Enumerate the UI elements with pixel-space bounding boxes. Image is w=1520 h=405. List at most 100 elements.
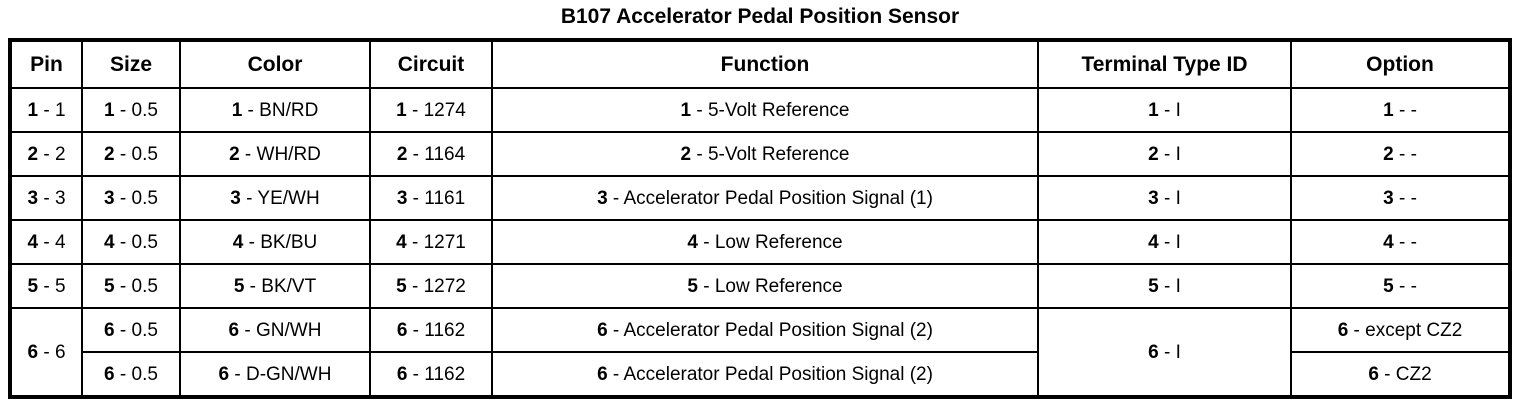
option-index: 6 (1368, 363, 1379, 385)
column-header-pin: Pin (9, 39, 83, 89)
cell-color: 6 - D-GN/WH (179, 351, 371, 398)
cell-terminal: 1 - I (1037, 87, 1292, 133)
cell-size: 4 - 0.5 (81, 219, 181, 265)
column-header-size: Size (81, 39, 181, 89)
color-index: 2 (229, 143, 240, 165)
color-index: 5 (233, 275, 245, 297)
terminal-value: I (1175, 231, 1181, 253)
pin-value: 1 (54, 99, 66, 121)
cell-terminal: 5 - I (1037, 263, 1292, 309)
connector-pinout-table: Pin Size Color Circuit Function Terminal… (8, 38, 1512, 399)
cell-color: 2 - WH/RD (179, 131, 371, 177)
cell-function: 6 - Accelerator Pedal Position Signal (2… (491, 307, 1039, 353)
function-index: 6 (597, 363, 608, 385)
cell-terminal: 2 - I (1037, 131, 1292, 177)
circuit-value: 1164 (424, 143, 466, 165)
size-value: 0.5 (131, 275, 158, 297)
separator: - (38, 99, 55, 121)
cell-terminal: 6 - I (1037, 307, 1292, 398)
terminal-index: 6 (1148, 341, 1159, 363)
size-index: 2 (104, 143, 115, 165)
cell-pin: 1 - 1 (9, 87, 83, 133)
function-value: 5-Volt Reference (707, 99, 850, 121)
column-header-circuit: Circuit (369, 39, 493, 89)
cell-function: 2 - 5-Volt Reference (491, 131, 1039, 177)
color-index: 3 (230, 187, 241, 209)
color-index: 6 (228, 319, 240, 341)
color-value: YE/WH (257, 187, 320, 209)
pin-value: 6 (54, 341, 66, 363)
circuit-value: 1162 (424, 319, 466, 341)
option-value: - (1410, 275, 1417, 297)
circuit-index: 6 (396, 319, 408, 341)
terminal-value: I (1175, 341, 1181, 363)
size-value: 0.5 (131, 99, 158, 121)
pin-value: 5 (54, 275, 66, 297)
function-value: Accelerator Pedal Position Signal (2) (623, 363, 933, 385)
table-row: 1 - 1 1 - 0.5 1 - BN/RD 1 - 1274 1 - 5-V… (9, 87, 1511, 133)
pin-value: 3 (54, 187, 66, 209)
cell-color: 4 - BK/BU (179, 219, 371, 265)
size-index: 6 (104, 319, 115, 341)
circuit-index: 4 (396, 231, 407, 253)
color-value: BK/BU (260, 231, 318, 253)
option-index: 4 (1383, 231, 1394, 253)
size-index: 6 (104, 363, 115, 385)
cell-circuit: 5 - 1272 (369, 263, 493, 309)
table-row: 2 - 2 2 - 0.5 2 - WH/RD 2 - 1164 2 - 5-V… (9, 131, 1511, 177)
color-value: GN/WH (256, 319, 322, 341)
option-value: - (1410, 231, 1417, 253)
cell-function: 3 - Accelerator Pedal Position Signal (1… (491, 175, 1039, 221)
table-header: Pin Size Color Circuit Function Terminal… (9, 39, 1511, 89)
terminal-value: I (1175, 275, 1181, 297)
cell-circuit: 6 - 1162 (369, 351, 493, 398)
option-value: - (1410, 99, 1417, 121)
function-index: 3 (597, 187, 608, 209)
cell-function: 6 - Accelerator Pedal Position Signal (2… (491, 351, 1039, 398)
cell-option: 6 - CZ2 (1290, 351, 1511, 398)
pin-index: 6 (27, 341, 39, 363)
cell-pin: 5 - 5 (9, 263, 83, 309)
circuit-value: 1274 (423, 99, 466, 121)
size-index: 4 (104, 231, 115, 253)
cell-option: 6 - except CZ2 (1290, 307, 1511, 353)
cell-function: 5 - Low Reference (491, 263, 1039, 309)
cell-circuit: 4 - 1271 (369, 219, 493, 265)
color-value: D-GN/WH (245, 363, 332, 385)
terminal-index: 2 (1148, 143, 1159, 165)
terminal-index: 1 (1148, 99, 1159, 121)
option-index: 5 (1383, 275, 1394, 297)
terminal-index: 4 (1148, 231, 1159, 253)
cell-option: 3 - - (1290, 175, 1511, 221)
pin-value: 4 (54, 231, 66, 253)
color-index: 4 (232, 231, 244, 253)
function-index: 6 (597, 319, 608, 341)
function-value: Low Reference (714, 231, 843, 253)
option-value: - (1410, 187, 1417, 209)
column-header-option: Option (1290, 39, 1511, 89)
table-row: 3 - 3 3 - 0.5 3 - YE/WH 3 - 1161 3 - Acc… (9, 175, 1511, 221)
terminal-index: 5 (1148, 275, 1159, 297)
cell-pin: 3 - 3 (9, 175, 83, 221)
cell-circuit: 3 - 1161 (369, 175, 493, 221)
color-value: BN/RD (259, 99, 319, 121)
color-index: 1 (231, 99, 243, 121)
option-value: CZ2 (1395, 363, 1432, 385)
cell-size: 6 - 0.5 (81, 351, 181, 398)
table-row: 6 - 6 6 - 0.5 6 - GN/WH 6 - 1162 6 - Acc… (9, 307, 1511, 398)
function-index: 5 (687, 275, 698, 297)
cell-function: 4 - Low Reference (491, 219, 1039, 265)
size-value: 0.5 (131, 319, 158, 341)
circuit-index: 6 (396, 363, 408, 385)
circuit-value: 1271 (423, 231, 466, 253)
cell-circuit: 1 - 1274 (369, 87, 493, 133)
function-index: 2 (680, 143, 692, 165)
color-index: 6 (218, 363, 230, 385)
circuit-value: 1162 (424, 363, 466, 385)
terminal-index: 3 (1148, 187, 1159, 209)
pin-index: 5 (27, 275, 39, 297)
cell-option: 4 - - (1290, 219, 1511, 265)
terminal-value: I (1175, 187, 1181, 209)
function-value: Low Reference (714, 275, 843, 297)
